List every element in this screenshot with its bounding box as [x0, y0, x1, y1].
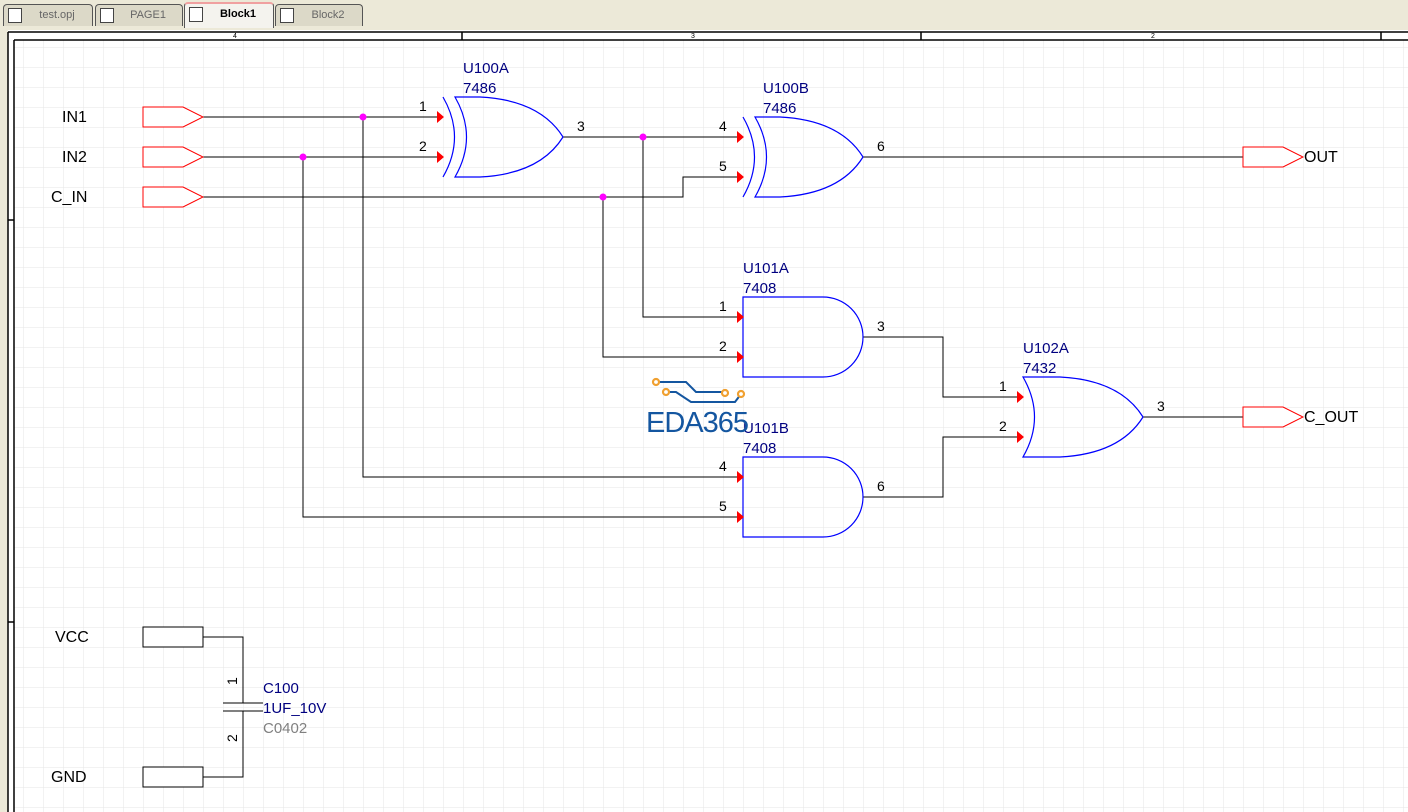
svg-text:2: 2 [719, 338, 727, 354]
svg-text:3: 3 [877, 318, 885, 334]
pin-arrows [437, 111, 1024, 523]
net-label-in1: IN1 [62, 109, 87, 126]
ref-u102a: U102A [1023, 340, 1069, 357]
svg-text:1: 1 [999, 378, 1007, 394]
value-u101a: 7408 [743, 280, 776, 297]
svg-text:3: 3 [1157, 398, 1165, 414]
port-c-in[interactable] [142, 186, 205, 208]
svg-text:6: 6 [877, 478, 885, 494]
port-out[interactable] [1242, 146, 1305, 168]
svg-text:EDA365: EDA365 [646, 407, 748, 439]
port-c-out[interactable] [1242, 406, 1305, 428]
ruler-zone-4: 4 [233, 33, 237, 40]
ref-u100a: U100A [463, 60, 509, 77]
net-label-c-in: C_IN [51, 189, 87, 206]
value-u101b: 7408 [743, 440, 776, 457]
port-in1[interactable] [142, 106, 205, 128]
svg-text:2: 2 [224, 734, 240, 742]
net-label-out: OUT [1304, 149, 1338, 166]
schematic-page-icon [100, 8, 114, 23]
port-gnd[interactable] [142, 766, 204, 788]
svg-text:1: 1 [419, 98, 427, 114]
svg-text:5: 5 [719, 158, 727, 174]
tab-test-opj[interactable]: test.opj [3, 4, 93, 26]
junctions [299, 113, 647, 201]
document-tabs: test.opj PAGE1 Block1 Block2 [0, 0, 1408, 30]
ref-u101b: U101B [743, 420, 789, 437]
port-vcc[interactable] [142, 626, 204, 648]
gate-u102a-or[interactable] [1021, 376, 1144, 458]
value-c100: 1UF_10V [263, 700, 326, 717]
ref-u100b: U100B [763, 80, 809, 97]
project-icon [8, 8, 22, 23]
net-label-gnd: GND [51, 769, 87, 786]
page-border [7, 31, 1408, 812]
value-u100b: 7486 [763, 100, 796, 117]
ref-u101a: U101A [743, 260, 789, 277]
net-label-vcc: VCC [55, 629, 89, 646]
schematic-page-icon [189, 7, 203, 22]
svg-text:6: 6 [877, 138, 885, 154]
tab-block1[interactable]: Block1 [184, 2, 274, 28]
svg-text:4: 4 [719, 118, 727, 134]
ref-c100: C100 [263, 680, 299, 697]
gate-u100a-xor[interactable] [442, 96, 564, 178]
svg-text:5: 5 [719, 498, 727, 514]
value-u102a: 7432 [1023, 360, 1056, 377]
net-label-c-out: C_OUT [1304, 409, 1358, 426]
svg-text:4: 4 [719, 458, 727, 474]
pin-numbers: 1 2 3 4 5 6 1 2 3 4 5 6 1 2 3 1 2 [224, 98, 1165, 742]
net-label-in2: IN2 [62, 149, 87, 166]
gate-u101b-and[interactable] [742, 456, 864, 538]
tab-page1[interactable]: PAGE1 [95, 4, 183, 26]
svg-text:2: 2 [999, 418, 1007, 434]
port-in2[interactable] [142, 146, 205, 168]
tab-block2[interactable]: Block2 [275, 4, 363, 26]
value-u100a: 7486 [463, 80, 496, 97]
svg-text:1: 1 [224, 677, 240, 685]
ruler-zone-3: 3 [691, 33, 695, 40]
svg-text:1: 1 [719, 298, 727, 314]
wires[interactable] [203, 116, 1243, 778]
svg-text:3: 3 [577, 118, 585, 134]
gate-u100b-xor[interactable] [742, 116, 864, 198]
ruler-zone-2: 2 [1151, 33, 1155, 40]
gate-u101a-and[interactable] [742, 296, 864, 378]
svg-text:2: 2 [419, 138, 427, 154]
footprint-c100: C0402 [263, 720, 307, 737]
eda365-watermark-logo: EDA365 [646, 377, 749, 439]
schematic-page-icon [280, 8, 294, 23]
